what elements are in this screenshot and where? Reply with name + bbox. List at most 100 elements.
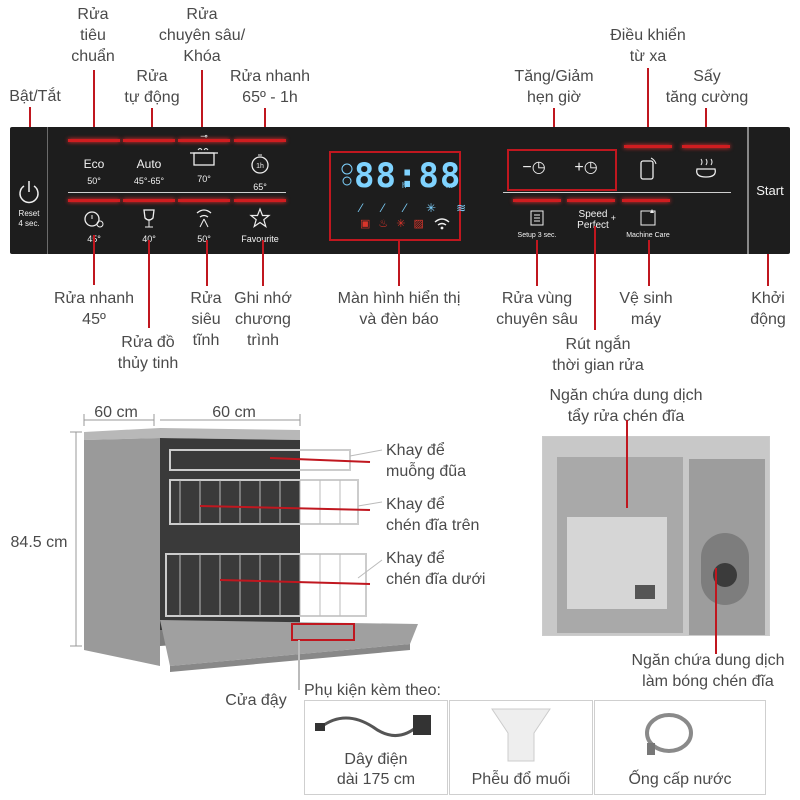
display-highlight-box (329, 151, 461, 241)
quick65-temp: 65° (253, 182, 267, 192)
auto-button[interactable]: Auto 45°-65° (123, 157, 175, 186)
silent-icon (196, 209, 212, 228)
speed-label: Speed Perfect (577, 209, 609, 231)
accessory-water-hose-label: Ống cấp nước (628, 771, 732, 788)
connector-quick45 (93, 235, 95, 285)
setup-label: Setup 3 sec. (517, 232, 557, 239)
auto-temp: 45°-65° (133, 176, 165, 186)
label-cutlery-tray: Khay để muỗng đũa (386, 442, 467, 480)
dim-width: 60 cm (212, 404, 256, 421)
eco-temp: 50° (87, 176, 101, 186)
pot-icon (190, 148, 218, 166)
clock-icon: ◷ (583, 159, 598, 176)
label-power: Bật/Tắt (9, 88, 61, 105)
accessory-salt-funnel-label: Phễu đổ muối (471, 771, 571, 788)
control-panel: Reset 4 sec. Eco 50° Auto 45°-65° ⊸ 70° … (10, 127, 790, 254)
star-icon (249, 207, 271, 228)
glass-icon (143, 209, 155, 228)
zone-icon (530, 210, 544, 226)
label-quick-45: Rửa nhanh 45º (53, 290, 135, 328)
dishwasher-illustration (70, 414, 418, 672)
label-display: Màn hình hiển thị và đèn báo (337, 290, 461, 328)
connector-speed (594, 226, 596, 330)
label-glass: Rửa đồ thủy tinh (117, 334, 179, 372)
label-intensive-lock: Rửa chuyên sâu/ Khóa (158, 6, 246, 65)
intensive-button[interactable]: ⊸ 70° (178, 131, 230, 184)
quick-wash-icon (84, 211, 104, 228)
glass-temp: 40° (142, 234, 156, 244)
connector-display (398, 240, 400, 286)
label-remote: Điều khiển từ xa (610, 27, 686, 65)
label-rinse-compartment: Ngăn chứa dung dịch làm bóng chén đĩa (631, 652, 785, 690)
dim-depth: 60 cm (94, 404, 138, 421)
quick65-button[interactable]: 1h 65° (234, 153, 286, 192)
accessory-power-cord: Dây điện dài 175 cm (304, 700, 448, 795)
accessory-power-cord-label: Dây điện dài 175 cm (336, 751, 416, 788)
label-favourite: Ghi nhớ chương trình (234, 290, 292, 349)
display-indicators-row2: ▣♨✳▨ (360, 218, 432, 230)
stopwatch-icon: 1h (251, 154, 269, 174)
accessories-title: Phụ kiện kèm theo: (304, 682, 441, 699)
phone-icon (640, 157, 657, 180)
timer-minus-button[interactable]: −◷ (522, 159, 546, 176)
label-super-silent: Rửa siêu tĩnh (190, 290, 222, 349)
connector-remote (647, 68, 649, 150)
timer-plus-button[interactable]: +◷ (574, 159, 598, 176)
wifi-icon (434, 218, 450, 230)
intensive-temp: 70° (197, 174, 211, 184)
dry-icon (696, 158, 716, 178)
display-screen: 88:88 h m ⁄⁄⁄✳≋ ▣♨✳▨ (336, 157, 466, 233)
label-quick-65: Rửa nhanh 65º - 1h (229, 68, 311, 106)
start-button[interactable]: Start (756, 183, 784, 198)
connector-glass (148, 240, 150, 328)
glass-button[interactable]: 40° (123, 207, 175, 244)
machine-care-button[interactable]: Machine Care (618, 207, 678, 239)
svg-text:1h: 1h (256, 163, 264, 170)
eco-button[interactable]: Eco 50° (68, 157, 120, 186)
key-icon: ⊸ (200, 131, 208, 141)
display-time: 88:88 (354, 156, 462, 196)
connector-door (298, 640, 300, 690)
label-zone: Rửa vùng chuyên sâu (496, 290, 578, 328)
speed-plus: + (610, 213, 616, 223)
speed-button[interactable]: Speed Perfect + (566, 209, 620, 231)
dim-height: 84.5 cm (10, 534, 68, 551)
funnel-icon (491, 708, 551, 762)
label-auto-wash: Rửa tự động (124, 68, 180, 106)
connector-machine-care (648, 240, 650, 286)
accessory-water-hose: Ống cấp nước (594, 700, 766, 795)
display-indicators-row1: ⁄⁄⁄✳≋ (360, 201, 487, 215)
label-door: Cửa đậy (225, 692, 287, 709)
label-extra-dry: Sấy tăng cường (665, 68, 749, 106)
connector-intensive (201, 70, 203, 152)
favourite-label: Favourite (241, 234, 279, 244)
connector-favourite (262, 240, 264, 286)
display-time-h: h (402, 181, 407, 190)
label-timer: Tăng/Giảm hẹn giờ (514, 68, 594, 106)
label-lower-rack: Khay để chén đĩa dưới (386, 550, 486, 588)
silent-button[interactable]: 50° (178, 207, 230, 244)
eco-label: Eco (83, 157, 105, 171)
connector-start (767, 254, 769, 286)
connector-zone (536, 240, 538, 286)
connector-eco (93, 70, 95, 152)
favourite-button[interactable]: Favourite (234, 207, 286, 244)
reset-text: Reset 4 sec. (18, 209, 40, 228)
machine-care-label: Machine Care (626, 232, 670, 239)
machine-care-icon (640, 209, 656, 226)
power-button[interactable] (14, 177, 44, 207)
accessory-salt-funnel: Phễu đổ muối (449, 700, 593, 795)
display-time-m: m (446, 181, 453, 190)
zone-button[interactable]: Setup 3 sec. (510, 209, 564, 239)
connector-rinse (715, 568, 717, 654)
silent-temp: 50° (197, 234, 211, 244)
label-start: Khởi động (750, 290, 786, 328)
connector-detergent (626, 420, 628, 508)
remote-button[interactable] (636, 155, 660, 183)
extra-dry-button[interactable] (692, 155, 720, 183)
label-standard-wash: Rửa tiêu chuẩn (71, 6, 115, 65)
detergent-photo (542, 436, 770, 636)
label-detergent-compartment: Ngăn chứa dung dịch tẩy rửa chén đĩa (549, 387, 703, 425)
water-hose-icon (645, 713, 693, 755)
timer-indicator-icon (341, 163, 353, 186)
